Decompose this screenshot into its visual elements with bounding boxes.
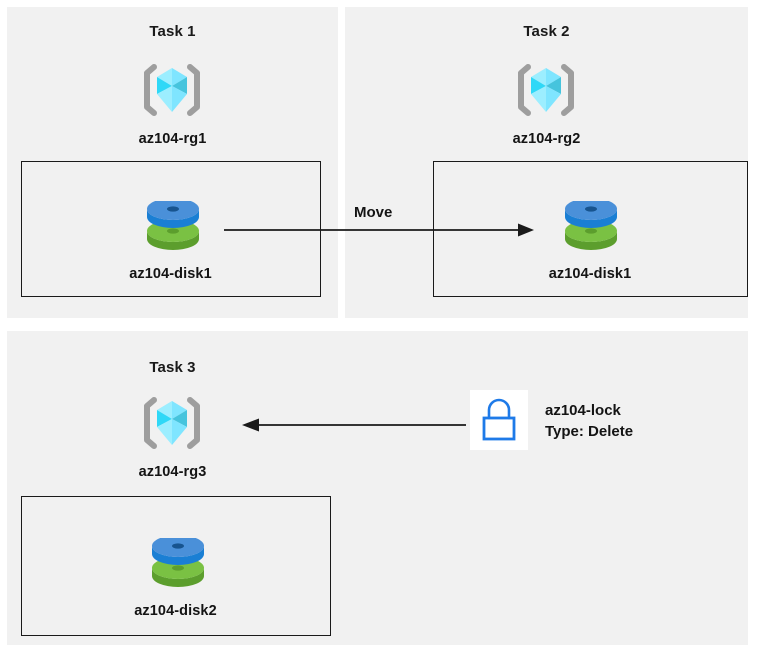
task-1-resource-box: az104-disk1: [21, 161, 321, 297]
task-3-title: Task 3: [149, 359, 196, 376]
managed-disk-icon: [559, 198, 623, 259]
task-3-resource-box: az104-disk2: [21, 496, 331, 636]
managed-disk-icon: [146, 535, 210, 596]
task-1-resource-label: az104-disk1: [129, 266, 212, 282]
lock-icon-card: [470, 390, 528, 450]
task-2-resource-box: az104-disk1: [433, 161, 748, 297]
task-3-panel: Task 3 az104-rg3: [7, 331, 748, 645]
lock-name-label: az104-lock: [545, 402, 621, 419]
task-2-resource-label: az104-disk1: [548, 266, 632, 282]
task-1-resource-group-label: az104-rg1: [138, 131, 207, 147]
task-1-panel: Task 1 az104-rg1: [7, 7, 338, 318]
task-2-panel: Task 2 az104-rg2: [345, 7, 748, 318]
resource-group-cube-icon: [141, 394, 203, 452]
padlock-icon: [477, 397, 521, 443]
task-3-resource-group-label: az104-rg3: [138, 464, 207, 480]
lock-apply-arrow: [242, 418, 466, 432]
move-connector-label: Move: [354, 204, 393, 221]
task-2-title: Task 2: [523, 23, 570, 40]
managed-disk-icon: [141, 198, 205, 259]
task-3-resource-label: az104-disk2: [134, 603, 217, 619]
move-arrow: [224, 223, 534, 237]
resource-group-cube-icon: [141, 61, 203, 119]
task-1-title: Task 1: [149, 23, 196, 40]
resource-group-cube-icon: [515, 61, 577, 119]
task-2-resource-group-label: az104-rg2: [512, 131, 581, 147]
lock-type-label: Type: Delete: [545, 423, 634, 440]
